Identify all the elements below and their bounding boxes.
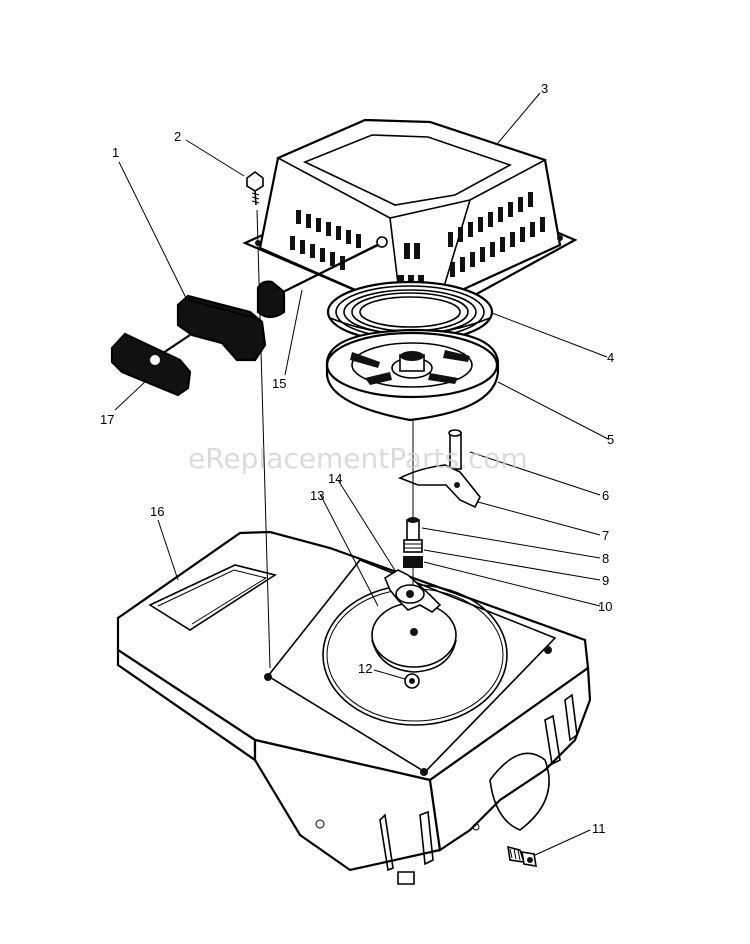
callout-14: 14 bbox=[328, 471, 342, 486]
leader-lines bbox=[114, 92, 609, 857]
pin bbox=[448, 429, 462, 470]
watermark: eReplacementParts.com bbox=[188, 442, 528, 475]
engine-housing bbox=[116, 530, 592, 885]
callout-7: 7 bbox=[602, 528, 609, 543]
callout-5: 5 bbox=[607, 432, 614, 447]
callout-9: 9 bbox=[602, 573, 609, 588]
callout-10: 10 bbox=[598, 599, 612, 614]
callout-1: 1 bbox=[112, 145, 119, 160]
callout-labels: 1 2 3 4 5 6 7 8 9 10 11 12 13 14 15 16 1… bbox=[100, 81, 614, 836]
pulley bbox=[325, 328, 500, 422]
callout-4: 4 bbox=[607, 350, 614, 365]
callout-11: 11 bbox=[592, 821, 606, 836]
callout-16: 16 bbox=[150, 504, 164, 519]
screw bbox=[507, 845, 537, 867]
callout-15: 15 bbox=[272, 376, 286, 391]
callout-2: 2 bbox=[174, 129, 181, 144]
pawl bbox=[398, 464, 481, 509]
callout-6: 6 bbox=[602, 488, 609, 503]
spindle-stack bbox=[383, 436, 442, 613]
callout-3: 3 bbox=[541, 81, 548, 96]
callout-12: 12 bbox=[358, 661, 372, 676]
callout-8: 8 bbox=[602, 551, 609, 566]
vent-slots-right bbox=[448, 192, 545, 277]
starter-handle bbox=[110, 236, 388, 397]
callout-13: 13 bbox=[310, 488, 324, 503]
callout-17: 17 bbox=[100, 412, 114, 427]
